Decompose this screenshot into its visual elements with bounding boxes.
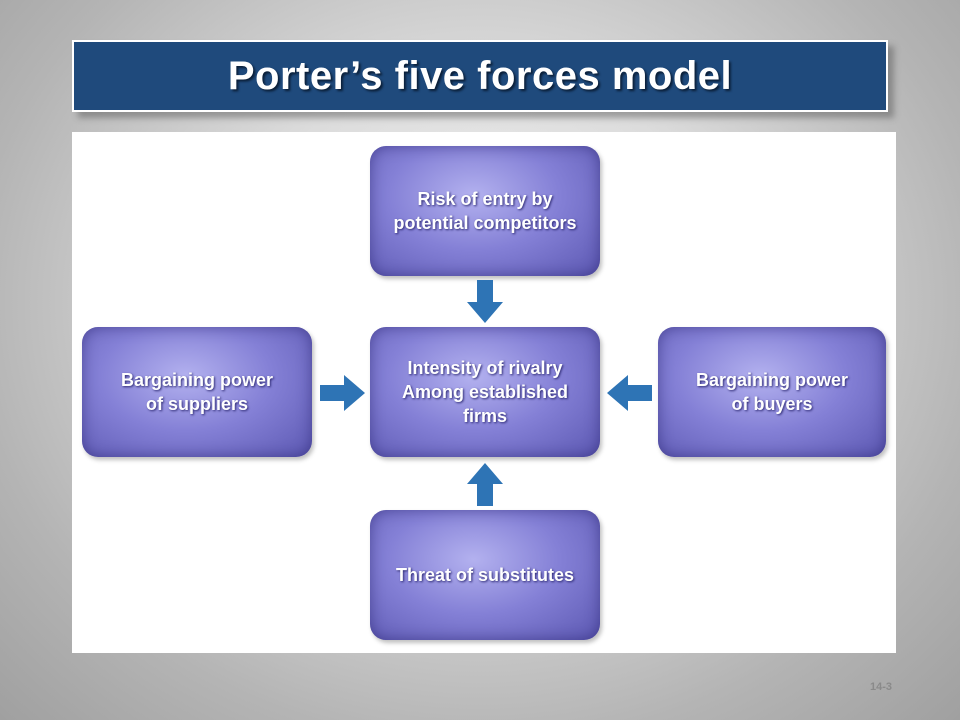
force-box-suppliers: Bargaining power of suppliers — [82, 327, 312, 457]
arrow-left-icon — [607, 375, 652, 411]
arrow-up-icon — [467, 463, 503, 506]
force-label-substitutes: Threat of substitutes — [395, 565, 574, 585]
force-label-new-entrants: Risk of entry by potential competitors — [393, 189, 577, 233]
title-bar: Porter’s five forces model — [72, 40, 888, 112]
force-box-new-entrants: Risk of entry by potential competitors — [370, 146, 600, 276]
arrow-right-icon — [320, 375, 365, 411]
slide-number: 14-3 — [869, 681, 892, 693]
diagram-panel: Risk of entry by potential competitors B… — [72, 132, 896, 653]
force-box-buyers: Bargaining power of buyers — [658, 327, 886, 457]
arrow-down-icon — [467, 280, 503, 323]
force-label-suppliers: Bargaining power of suppliers — [120, 370, 273, 414]
force-label-rivalry: Intensity of rivalry Among established f… — [401, 358, 569, 426]
force-label-buyers: Bargaining power of buyers — [695, 370, 848, 414]
force-box-substitutes: Threat of substitutes — [370, 510, 600, 640]
slide-title: Porter’s five forces model — [227, 53, 733, 98]
force-box-rivalry: Intensity of rivalry Among established f… — [370, 327, 600, 457]
